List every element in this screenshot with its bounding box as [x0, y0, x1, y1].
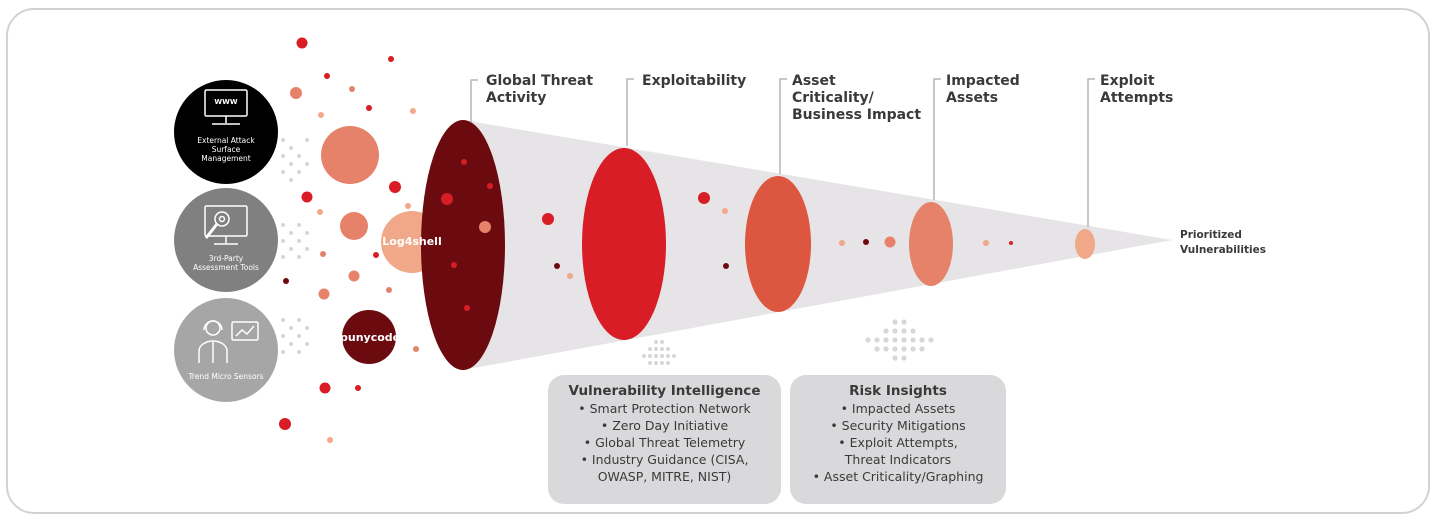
risk-insights-title: Risk Insights — [849, 383, 947, 399]
stage-ellipse-asset-criticality — [745, 176, 811, 312]
vulnerability-intelligence-title: Vulnerability Intelligence — [568, 383, 761, 399]
halftone-dots-intel — [642, 340, 676, 365]
bubble-label-log4shell: Log4shell — [382, 235, 442, 248]
www-screen-text: WWW — [214, 98, 238, 106]
halftone-dots-risk — [865, 319, 934, 361]
list-item: • Security Mitigations — [830, 418, 966, 433]
source-label-assessment: 3rd-Party Assessment Tools — [193, 254, 259, 272]
list-item: • Industry Guidance (CISA, OWASP, MITRE,… — [580, 452, 749, 484]
source-label-sensors: Trend Micro Sensors — [188, 372, 264, 381]
prioritized-vulnerabilities-label: Prioritized Vulnerabilities — [1180, 229, 1266, 256]
analyst-headset-chart-icon — [198, 320, 259, 363]
monitor-www-icon — [204, 89, 248, 125]
list-item: • Zero Day Initiative — [600, 418, 729, 433]
stage-ellipse-exploit-attempts — [1075, 229, 1095, 259]
list-item: • Impacted Assets — [840, 401, 956, 416]
stage-label-global-threat: Global Threat Activity — [486, 73, 594, 106]
vulnerability-intelligence-box: Vulnerability Intelligence • Smart Prote… — [548, 375, 781, 504]
stage-label-asset-criticality: Asset Criticality/ Business Impact — [792, 73, 922, 123]
stage-ellipse-exploitability — [582, 148, 666, 340]
halftone-dots-sources — [281, 138, 309, 354]
stage-label-exploit-attempts: Exploit Attempts — [1100, 73, 1174, 106]
source-label-easm: External Attack Surface Management — [197, 136, 255, 163]
list-item: • Exploit Attempts, Threat Indicators — [838, 435, 958, 467]
source-circle-easm — [174, 80, 278, 184]
biohazard-scan-monitor-icon — [204, 205, 248, 245]
funnel-cone — [463, 120, 1172, 370]
bubble-label-punycode: punycode — [340, 331, 401, 344]
leader-lines — [470, 78, 1095, 227]
list-item: • Global Threat Telemetry — [583, 435, 746, 450]
stage-ellipse-global-threat — [421, 120, 505, 370]
list-item: • Smart Protection Network — [578, 401, 751, 416]
risk-insights-box: Risk Insights • Impacted Assets • Securi… — [790, 375, 1006, 504]
stage-label-exploitability: Exploitability — [642, 73, 747, 89]
ellipse-dots — [441, 159, 493, 311]
source-circle-sensors — [174, 298, 278, 402]
stage-ellipse-impacted-assets — [909, 202, 953, 286]
list-item: • Asset Criticality/Graphing — [812, 469, 984, 484]
stage-label-impacted-assets: Impacted Assets — [946, 73, 1020, 106]
